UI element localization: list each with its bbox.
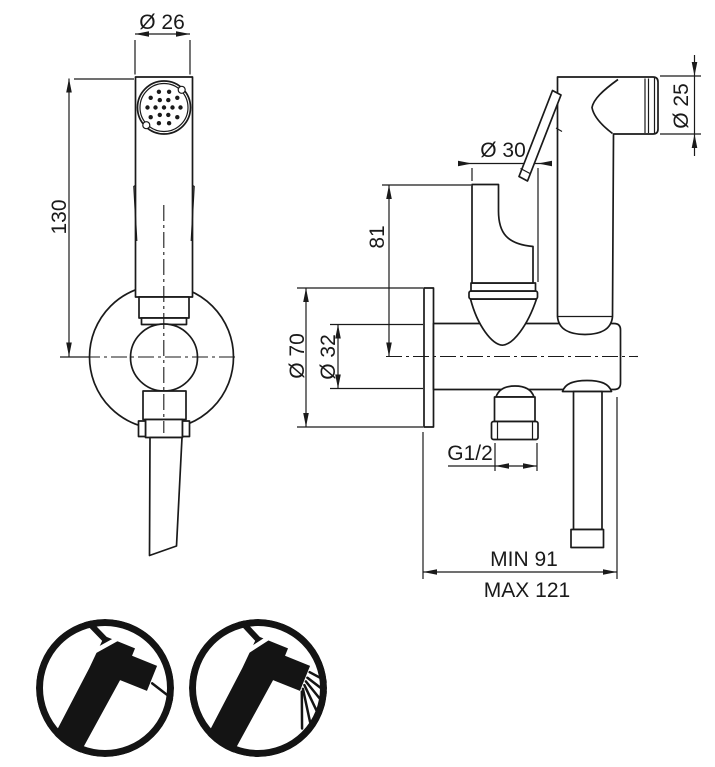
face-notch (177, 85, 186, 94)
pictogram-lever (77, 619, 109, 644)
dimension-holder-height: 81 (366, 184, 471, 357)
shower-fan-lines (300, 670, 327, 730)
dimension-label-max121: MAX 121 (484, 579, 570, 602)
hose-dome-side (561, 379, 613, 393)
holder-bracket-side (471, 183, 534, 284)
highlight-slash (232, 634, 273, 662)
holder-ring-side (468, 290, 539, 300)
hose-nut-tab (137, 420, 147, 438)
side-view: Ø 30 81 Ø 25 Ø 70 Ø 32 (286, 55, 701, 602)
pictogram-circle (36, 619, 174, 757)
dimension-label-dia70: Ø 70 (286, 333, 309, 379)
outlet-neck (493, 396, 536, 423)
holder-flange-side (470, 282, 537, 292)
spray-face (136, 80, 192, 135)
spray-head-neck-curve (591, 78, 619, 135)
spray-silhouette-icon (50, 636, 158, 757)
holder-mount-cone (469, 298, 538, 347)
pictogram-circle (189, 619, 327, 757)
outlet-dome (495, 385, 535, 398)
dimension-label-dia30: Ø 30 (480, 139, 526, 162)
dimension-label-min91: MIN 91 (490, 548, 558, 571)
outlet-thread-nut (490, 420, 539, 441)
nozzle-holes (145, 89, 183, 126)
hose-end-fitting (570, 528, 605, 549)
dimension-head-diameter-front: Ø 26 (134, 11, 191, 75)
dimension-label-dia32: Ø 32 (317, 334, 340, 380)
front-view: Ø 26 130 (48, 11, 238, 557)
trigger-lever (518, 89, 562, 182)
nozzle-cap-seams (644, 78, 656, 134)
dimension-body-diameter: Ø 32 (317, 323, 423, 390)
dimension-plate-diameter: Ø 70 (286, 287, 423, 428)
pictogram-shower-spray (189, 619, 327, 757)
dimension-spray-height: 130 (48, 78, 134, 358)
dimension-label-g12: G1/2 (447, 442, 493, 465)
dimension-label-dia25: Ø 25 (670, 83, 693, 129)
dimension-holder-diameter: Ø 30 (458, 139, 552, 282)
dimension-depth: MIN 91 MAX 121 (422, 397, 618, 602)
spray-silhouette-icon (203, 636, 311, 757)
hose-connector-front (142, 390, 187, 421)
hand-spray-side (556, 76, 659, 336)
hose-front (148, 436, 183, 557)
wall-plate-side (423, 287, 435, 428)
pictogram-single-jet (36, 619, 174, 757)
face-notch (142, 121, 151, 130)
single-jet-line (150, 682, 174, 705)
dimension-label-130: 130 (48, 199, 71, 234)
hose-tube-side (572, 390, 603, 531)
dimension-outlet-thread: G1/2 (447, 442, 538, 471)
highlight-slash (83, 634, 124, 659)
hose-nut-tab (181, 420, 191, 438)
dimension-label-dia26: Ø 26 (139, 11, 185, 34)
dimension-label-81: 81 (366, 225, 389, 248)
dimension-head-diameter-side: Ø 25 (660, 55, 701, 156)
